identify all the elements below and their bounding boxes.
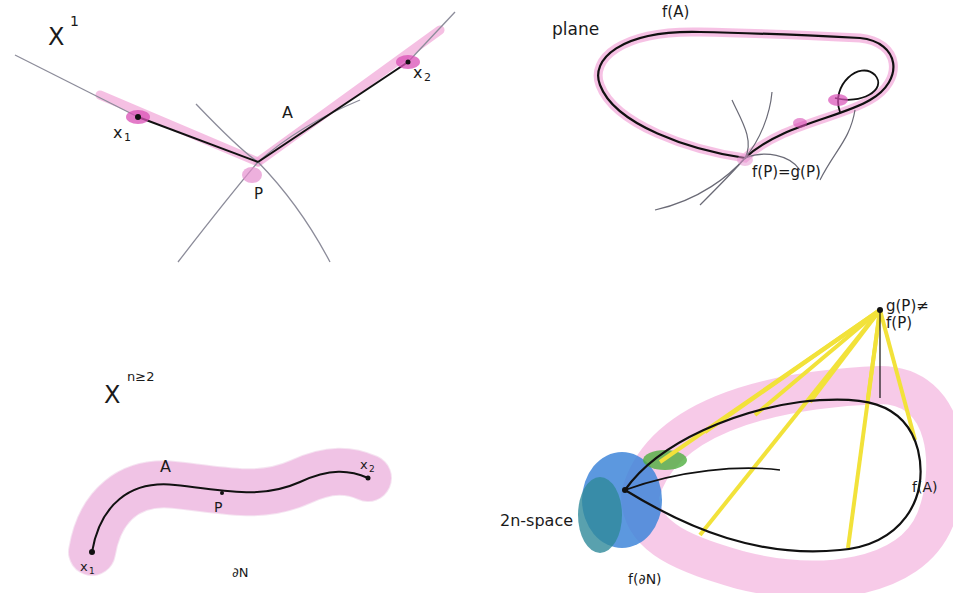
set-name: X: [104, 382, 120, 408]
superscript: 1: [70, 14, 79, 29]
point-label: x: [113, 124, 122, 142]
equation-label: f(P)=g(P): [752, 164, 821, 181]
arc-label: A: [282, 104, 293, 122]
image-label: f(A): [662, 4, 689, 21]
space-label: 2n-space: [500, 512, 573, 530]
arc-label: A: [160, 458, 171, 476]
subscript: 2: [424, 72, 431, 84]
tube-panel: [89, 472, 371, 555]
subscript: 1: [89, 567, 95, 577]
subscript: 2: [369, 465, 375, 475]
point-label: P: [214, 500, 222, 515]
graph-panel: [15, 12, 455, 262]
boundary-label: ∂N: [232, 566, 248, 580]
image-label: f(A): [912, 480, 937, 495]
space-label: plane: [552, 20, 599, 39]
point-label: x: [80, 560, 88, 574]
superscript: n≥2: [127, 370, 154, 384]
inequality-label: g(P)≠ f(P): [886, 298, 948, 331]
plane-panel: [598, 32, 893, 210]
point-label: P: [254, 186, 263, 203]
set-name: X: [48, 24, 64, 50]
point-label: x: [360, 458, 368, 472]
space-panel: [578, 307, 945, 579]
point-label: x: [413, 64, 422, 82]
image-label: f(∂N): [628, 572, 662, 587]
subscript: 1: [124, 132, 131, 144]
